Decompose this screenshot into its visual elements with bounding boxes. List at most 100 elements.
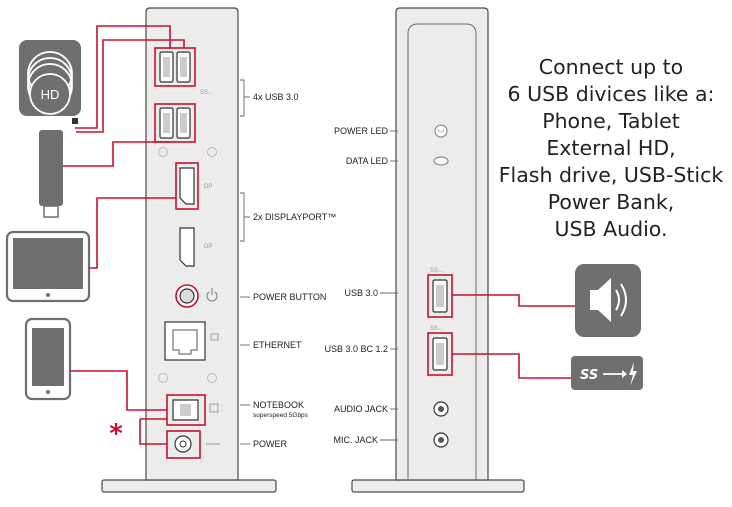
callout-line: USB Audio. — [554, 217, 668, 241]
cable-hd — [75, 25, 171, 129]
displayport-1: DP — [175, 162, 212, 210]
rear-usb-bottom-highlight — [154, 103, 196, 143]
dp-tag: DP — [204, 244, 212, 250]
external-hd-device: HD — [19, 40, 81, 124]
tablet-home-button — [46, 293, 50, 297]
ss-usb-tag: SS← — [430, 326, 444, 332]
usb30-label: USB 3.0 — [344, 288, 378, 298]
rear-usb-pair-bottom — [154, 103, 196, 143]
data-led — [433, 156, 449, 166]
dp-tag: DP — [204, 184, 212, 190]
power-button-knob[interactable] — [179, 288, 195, 304]
callout-line: 6 USB divices like a: — [507, 82, 715, 106]
dp-bracket — [240, 192, 245, 242]
usb-port-tongue — [436, 343, 444, 365]
phone-screen — [32, 328, 64, 386]
sound-wave-icon — [615, 289, 620, 311]
callout-text: Connect up to 6 USB divices like a: Phon… — [496, 54, 726, 243]
ethernet-jack — [172, 329, 198, 355]
displayport-group-label: 2x DISPLAYPORT™ — [253, 212, 336, 222]
ss-logo-text: SS — [580, 368, 598, 383]
right-devices: SS — [571, 264, 643, 390]
usb-port-tongue — [163, 57, 170, 77]
lightning-icon — [629, 362, 637, 386]
front-dock-body — [395, 7, 489, 481]
hd-cable-plug — [72, 118, 78, 124]
screw — [207, 147, 217, 157]
superspeed-logo: SS — [571, 356, 643, 390]
cable-power — [139, 419, 167, 445]
asterisk-mark: * — [109, 419, 123, 449]
displayport-2: DP — [179, 227, 212, 267]
screw — [158, 147, 168, 157]
displayport-highlight — [175, 162, 199, 210]
power-led-icon — [437, 128, 445, 133]
laptop-icon — [209, 403, 219, 413]
displayport-connector[interactable] — [179, 227, 195, 267]
phone-home-button — [46, 390, 50, 394]
rear-dock-base — [101, 479, 277, 493]
phone-device — [24, 317, 72, 401]
usb-port-tongue — [180, 57, 187, 77]
ss-logo-body — [571, 356, 643, 390]
front-labels: POWER LED DATA LED USB 3.0 USB 3.0 BC 1.… — [324, 126, 398, 445]
rear-usb-top-highlight — [154, 47, 196, 87]
rear-labels: 4x USB 3.0 2x DISPLAYPORT™ POWER BUTTON … — [240, 79, 336, 449]
rear-dock: SS← DP DP — [101, 7, 277, 493]
hd-label: HD — [41, 87, 60, 102]
power-label: POWER — [253, 439, 288, 449]
displayport-connector[interactable] — [179, 167, 195, 205]
notebook-label: NOTEBOOK — [253, 400, 304, 410]
audio-jack-label: AUDIO JACK — [334, 404, 388, 414]
network-icon — [210, 333, 219, 341]
cable-ss-device — [452, 353, 571, 379]
usb-port-tongue — [163, 113, 170, 133]
screw — [158, 373, 168, 383]
power-symbol-icon — [206, 291, 218, 302]
callout-line: Flash drive, USB-Stick — [498, 163, 724, 187]
tablet-screen — [13, 238, 83, 289]
rear-usb-pair-top: SS← — [154, 47, 214, 96]
notebook-sub-label: superspeed 5Gbps — [253, 412, 309, 419]
ethernet-port — [164, 321, 219, 361]
power-led-label: POWER LED — [334, 126, 389, 136]
usb-b-tongue — [180, 404, 191, 416]
cable-tablet — [89, 197, 176, 269]
callout-line: Connect up to — [538, 55, 684, 79]
ss-usb-tag: SS← — [430, 268, 444, 274]
usb-port-tongue — [180, 113, 187, 133]
callout-line: External HD, — [546, 136, 676, 160]
front-dock: SS← SS← — [351, 7, 525, 493]
front-usb-highlight — [427, 274, 453, 318]
data-led-label: DATA LED — [346, 156, 389, 166]
ss-usb-tag: SS← — [200, 90, 214, 96]
usb-trident-icon — [622, 370, 627, 378]
left-cables — [63, 25, 185, 445]
dc-power-port — [166, 430, 220, 459]
tablet-device — [5, 230, 91, 303]
front-dock-base — [351, 479, 525, 493]
flash-drive-device — [39, 130, 63, 218]
speaker-icon — [590, 278, 611, 322]
power-button — [175, 284, 218, 308]
screw — [207, 373, 217, 383]
right-cables — [452, 294, 575, 379]
usb30-bc-label: USB 3.0 BC 1.2 — [324, 344, 388, 354]
audio-jack-hole — [438, 406, 444, 412]
usb-group-label: 4x USB 3.0 — [253, 92, 299, 102]
power-button-label: POWER BUTTON — [253, 292, 326, 302]
cable-flash-drive — [63, 141, 170, 167]
mic-jack-label: MIC. JACK — [333, 435, 378, 445]
power-led — [434, 124, 448, 138]
cable-usb-audio — [452, 294, 575, 307]
dc-jack-pin — [179, 440, 187, 448]
flash-drive-connector — [43, 205, 59, 218]
callout-line: Phone, Tablet — [542, 109, 680, 133]
mic-jack-hole — [438, 437, 444, 443]
ethernet-label: ETHERNET — [253, 340, 302, 350]
front-dock-inner-contour — [407, 23, 477, 480]
sound-wave-icon — [620, 283, 627, 317]
usb-port-tongue — [436, 285, 444, 307]
